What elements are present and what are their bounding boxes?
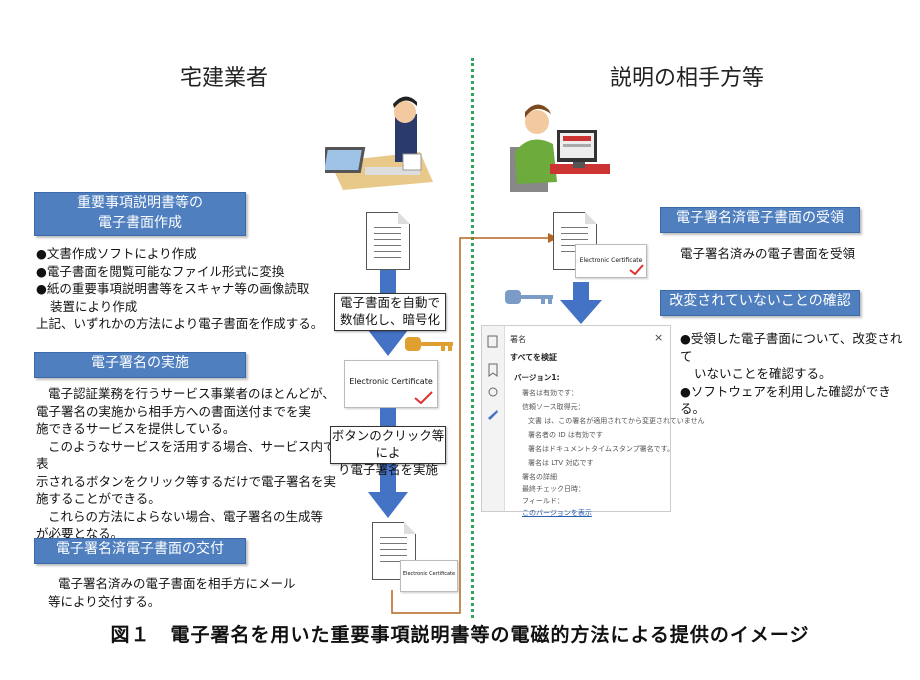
document-icon [366, 212, 410, 270]
key-icon [405, 337, 453, 351]
view-version-link[interactable]: このバージョンを表示 [522, 509, 592, 517]
bullet-text: ●ソフトウェアを利用した確認ができる。 [680, 383, 891, 417]
certificate-label: Electronic Certificate [402, 571, 456, 577]
recipient-person-illustration [510, 104, 610, 192]
left-heading: 宅建業者 [180, 66, 269, 91]
panel-sidebar [482, 326, 505, 511]
right-heading: 説明の相手方等 [610, 66, 765, 91]
sign-text-line: これらの方法によらない場合、電子署名の生成等 [48, 508, 324, 524]
sign-text-line: が必要となる。 [36, 526, 124, 541]
click-sign-note-line1: ボタンのクリック等によ [331, 428, 445, 460]
sign-text-line: 示されるボタンをクリック等するだけで電子署名を実 [36, 473, 337, 489]
verify-all-button[interactable]: すべてを検証 [510, 353, 557, 362]
bullet-text: ●紙の重要事項説明書等をスキャナ等の画像読取 [36, 281, 310, 296]
panel-title: 署名 [510, 335, 526, 344]
check-icon [414, 391, 433, 405]
deliver-text-line: 電子署名済みの電子書面を相手方にメール [58, 576, 296, 591]
panel-row: 署名は LTV 対応です [528, 459, 594, 467]
sign-text-line: 施することができる。 [36, 491, 161, 506]
encrypt-note-line1: 電子書面を自動で [339, 295, 440, 310]
create-document-box-line2: 電子書面作成 [98, 215, 182, 231]
bullet-text: ●文書作成ソフトにより作成 [36, 246, 197, 261]
create-document-text: ●文書作成ソフトにより作成 ●電子書面を閲覧可能なファイル形式に変換 ●紙の重要… [36, 245, 326, 333]
deliver-box: 電子署名済電子書面の交付 [34, 538, 246, 564]
certificate-icon: Electronic Certificate [400, 560, 458, 592]
center-divider [471, 58, 474, 618]
bullet-text: ●受領した電子書面について、改変されて [680, 331, 903, 364]
verify-key-icon [505, 290, 553, 304]
bullet-text-cont: いないことを確認する。 [694, 366, 832, 381]
click-sign-note: ボタンのクリック等によ り電子署名を実施 [330, 426, 446, 477]
bullet-text-cont: 装置により作成 [50, 298, 138, 314]
certificate-icon: Electronic Certificate [344, 360, 438, 408]
sign-text-line: 電子署名の実施から相手方への書面送付までを実 [36, 403, 312, 419]
sign-text-line: 施できるサービスを提供している。 [36, 421, 236, 436]
verify-text: ●受領した電子書面について、改変されて いないことを確認する。 ●ソフトウェアを… [680, 330, 910, 418]
panel-row: 最終チェック日時： [522, 485, 585, 493]
panel-row: 署名はドキュメントタイムスタンプ署名です。 [528, 445, 674, 453]
business-person-illustration [325, 96, 433, 190]
panel-side-icons [487, 335, 498, 420]
verify-box: 改変されていないことの確認 [660, 290, 860, 316]
panel-row: 署名は有効です： [522, 389, 578, 397]
panel-row: 文書 は、この署名が適用されてから変更されていません [528, 417, 705, 425]
signature-details-toggle[interactable]: 署名の詳細 [522, 473, 557, 481]
receive-text: 電子署名済みの電子書面を受領 [680, 246, 856, 261]
summary-text: 上記、いずれかの方法により電子書面を作成する。 [36, 316, 324, 331]
check-icon [629, 264, 644, 276]
click-sign-note-line2: り電子署名を実施 [337, 462, 438, 477]
deliver-text: 電子署名済みの電子書面を相手方にメール 等により交付する。 [48, 575, 328, 610]
panel-row: 署名者の ID は有効です [528, 431, 603, 439]
sign-text-line: このようなサービスを活用する場合、サービス内で表 [36, 438, 336, 472]
receive-box: 電子署名済電子書面の受領 [660, 207, 860, 233]
signature-panel: 署名 × すべてを検証 バージョン1: 署名は有効です： 信頼ソース取得元： 文… [481, 325, 705, 517]
bullet-text: ●電子書面を閲覧可能なファイル形式に変換 [36, 263, 285, 279]
panel-close-button[interactable]: × [654, 331, 664, 344]
version-label[interactable]: バージョン1: [514, 373, 560, 382]
sign-text-line: 電子認証業務を行うサービス事業者のほとんどが、 [48, 386, 335, 401]
certificate-label: Electronic Certificate [579, 257, 643, 264]
sign-box: 電子署名の実施 [34, 352, 246, 378]
signed-document-icon [372, 522, 416, 580]
certificate-icon: Electronic Certificate [575, 244, 647, 278]
deliver-text-line: 等により交付する。 [48, 593, 161, 609]
certificate-label: Electronic Certificate [349, 377, 433, 386]
create-document-box: 重要事項説明書等の 電子書面作成 [34, 192, 246, 236]
encrypt-note: 電子書面を自動で 数値化し、暗号化 [334, 293, 446, 331]
panel-row: 信頼ソース取得元： [522, 403, 585, 411]
panel-row: フィールド： [522, 497, 564, 505]
sign-text: 電子認証業務を行うサービス事業者のほとんどが、 電子署名の実施から相手方への書面… [36, 385, 336, 543]
figure-caption: 図１ 電子署名を用いた重要事項説明書等の電磁的方法による提供のイメージ [110, 624, 810, 646]
create-document-box-line1: 重要事項説明書等の [77, 195, 203, 211]
down-arrow [560, 282, 602, 324]
encrypt-note-line2: 数値化し、暗号化 [339, 312, 440, 327]
